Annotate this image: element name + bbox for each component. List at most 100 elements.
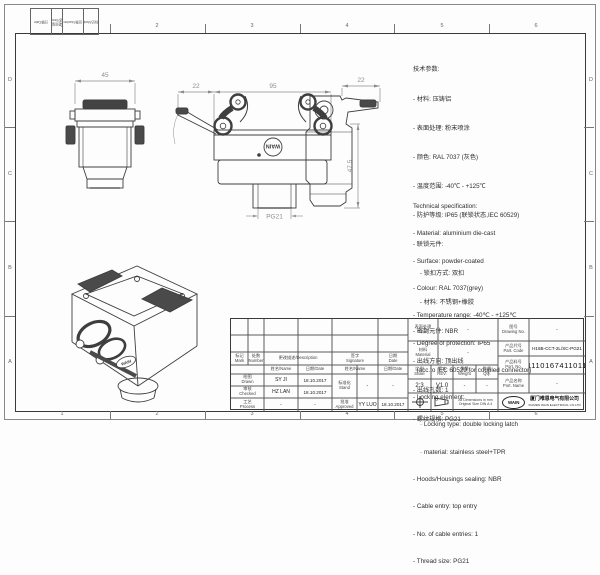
- frame-row-label: A: [589, 359, 593, 365]
- frame-col-label: 5: [440, 23, 444, 29]
- wain-logo-text: WAIN: [266, 143, 280, 149]
- corner-cell: 更改描述/Desc: [51, 9, 62, 34]
- dim-22-label: 22: [192, 83, 200, 90]
- tb-dimensions-note: All Dimensions in mm Original Size DIN A…: [458, 397, 493, 406]
- tb-drawingno-value: -: [556, 327, 558, 333]
- isometric-view-drawing: WAIN: [70, 265, 199, 403]
- frame-row-label: A: [8, 359, 12, 365]
- tb-stand-date: -: [392, 383, 394, 389]
- spec-en-line: - No. of cable entries: 1: [413, 530, 479, 538]
- spec-cn-line: - 温度范围: -40℃ - +125℃: [413, 182, 486, 190]
- frame-tick: [5, 221, 15, 222]
- main-view-drawing: 22 95 WAIN: [173, 83, 333, 221]
- tb-weight-value: -: [463, 383, 466, 389]
- frame-col-label: 6: [534, 23, 538, 29]
- spec-cn-line: - 出线方向: 顶出线: [413, 357, 464, 365]
- frame-tick: [584, 316, 594, 317]
- frame-tick: [394, 24, 395, 33]
- spec-cn-line: - 材料: 压铸铝: [413, 95, 452, 103]
- frame-tick: [5, 127, 15, 128]
- spec-en-line: - Material: aluminium die-cast: [413, 230, 496, 238]
- tb-qty-value: -: [486, 383, 488, 389]
- frame-col-label: 4: [345, 23, 349, 29]
- wain-logo-text: WAIN: [120, 358, 132, 366]
- wain-logo: WAIN: [502, 395, 526, 409]
- wain-logo-iso: WAIN: [116, 355, 136, 369]
- tb-description-header: 更改描述/Description: [278, 355, 318, 361]
- frame-tick: [584, 127, 594, 128]
- frame-tick: [5, 316, 15, 317]
- spec-cn-title: 技术参数:: [413, 66, 440, 74]
- frame-tick: [300, 411, 301, 419]
- tb-approved-name: YY LUO: [358, 401, 377, 408]
- tb-material-value: -: [467, 350, 469, 356]
- frame-row-label: D: [589, 77, 593, 83]
- frame-tick: [584, 221, 594, 222]
- dim-22-label: 22: [357, 77, 365, 84]
- spec-cn-line: - 螺纹规格: PG21: [413, 415, 461, 423]
- tb-process-name: -: [280, 401, 282, 408]
- spec-block-chinese: 技术参数: - 材料: 压铸铝 - 表面处理: 粉末喷涂 - 颜色: RAL 7…: [413, 46, 519, 434]
- tb-drawingno-label: 图号 Drawing No.: [501, 324, 526, 334]
- title-block-grid: [231, 319, 585, 411]
- latch-left: [213, 93, 249, 136]
- spec-en-line: - Locking element:: [413, 394, 465, 402]
- dim-pg21-label: PG21: [266, 214, 283, 221]
- company-cell: WAIN 厦门唯恩电气有限公司 XIAMEN WAIN ELECTRICAL C…: [498, 393, 585, 411]
- tb-process-label: 工艺 Process: [239, 398, 256, 409]
- projection-cone-icon: [431, 393, 453, 411]
- frame-col-label: 3: [250, 23, 254, 29]
- frame-row-label: C: [8, 171, 12, 177]
- frame-col-label: 2: [155, 411, 159, 417]
- frame-tick: [205, 24, 206, 33]
- drawing-sheet: { "colors": {"line":"#3e3e3e","dim":"#8d…: [4, 4, 596, 565]
- frame-tick: [489, 24, 490, 33]
- corner-cell: 日期/Date: [34, 20, 49, 25]
- sheet-outer-border: [4, 4, 596, 420]
- tb-scale-label: 比例 Scale: [414, 366, 425, 376]
- spec-cn-line: - 密封元件: NBR: [413, 328, 459, 336]
- frame-col-label: 4: [345, 411, 349, 417]
- frame-col-label: 1: [60, 23, 64, 29]
- spec-en-title: Technical specification:: [413, 203, 478, 211]
- spec-cn-line: - 锁扣方式: 双扣: [413, 270, 465, 278]
- tb-drawn-name: SY JI: [275, 377, 287, 383]
- tb-drawn-date: 18.10.2017: [303, 377, 327, 383]
- frame-row-label: B: [8, 265, 12, 271]
- dim-95-label: 95: [269, 83, 277, 90]
- company-name-cn: 厦门唯恩电气有限公司: [530, 397, 579, 403]
- tb-stand-name: -: [366, 383, 369, 389]
- tb-rev-label: 版本 REV.: [437, 366, 447, 376]
- frame-col-label: 6: [534, 411, 538, 417]
- frame-tick: [205, 411, 206, 419]
- spec-cn-line: - 颜色: RAL 7037 (灰色): [413, 153, 479, 161]
- tb-qty-label: 数量 Qty.: [482, 366, 492, 376]
- tb-checked-date: 18.10.2017: [303, 389, 327, 395]
- tb-checked-name: HZ LAN: [272, 389, 290, 395]
- corner-cell: 标记/Mark: [82, 9, 98, 34]
- tb-partno-value: 1110167411011: [529, 360, 585, 370]
- frame-tick: [110, 411, 111, 419]
- tb-number-header: 处数 Number: [248, 352, 264, 363]
- spec-cn-line: - 材料: 不锈钢+橡胶: [413, 299, 475, 307]
- spec-cn-line: - 防护等级: IP65 (联锁状态,IEC 60529): [413, 211, 520, 219]
- frame-tick: [300, 24, 301, 33]
- tb-partname-label: 产品名称 Port. Name: [502, 377, 525, 388]
- frame-tick: [394, 411, 395, 419]
- tb-partcode-value: H16B-CCT-2L/SC-PG21: [532, 346, 582, 351]
- spec-en-line: (acc.to IEC 60529 for coupled connector): [413, 366, 532, 374]
- spec-en-line: - Thread size: PG21: [413, 557, 470, 565]
- profile-view-drawing: 22 47.5: [305, 77, 381, 209]
- spec-en-line: - Hoods/Housings sealing: NBR: [413, 476, 502, 483]
- corner-cell: 处数/Number: [61, 9, 83, 34]
- dim-47-5-label: 47.5: [347, 159, 354, 172]
- frame-col-label: 2: [155, 23, 159, 29]
- tb-date-subheader: 日期/Date: [305, 366, 325, 372]
- spec-en-line: · material: stainless steel+TPR: [413, 448, 506, 456]
- spec-en-line: - Degree of protection: IP65: [413, 339, 491, 347]
- tb-rev-value: V1.0: [435, 383, 449, 389]
- spec-en-line: - Temperature range: -40℃ - +125℃: [413, 312, 517, 320]
- frame-tick: [489, 411, 490, 419]
- spec-en-line: - Colour: RAL 7037(grey): [413, 285, 484, 293]
- tb-partno-label: 产品料号 Port. No.: [505, 359, 522, 369]
